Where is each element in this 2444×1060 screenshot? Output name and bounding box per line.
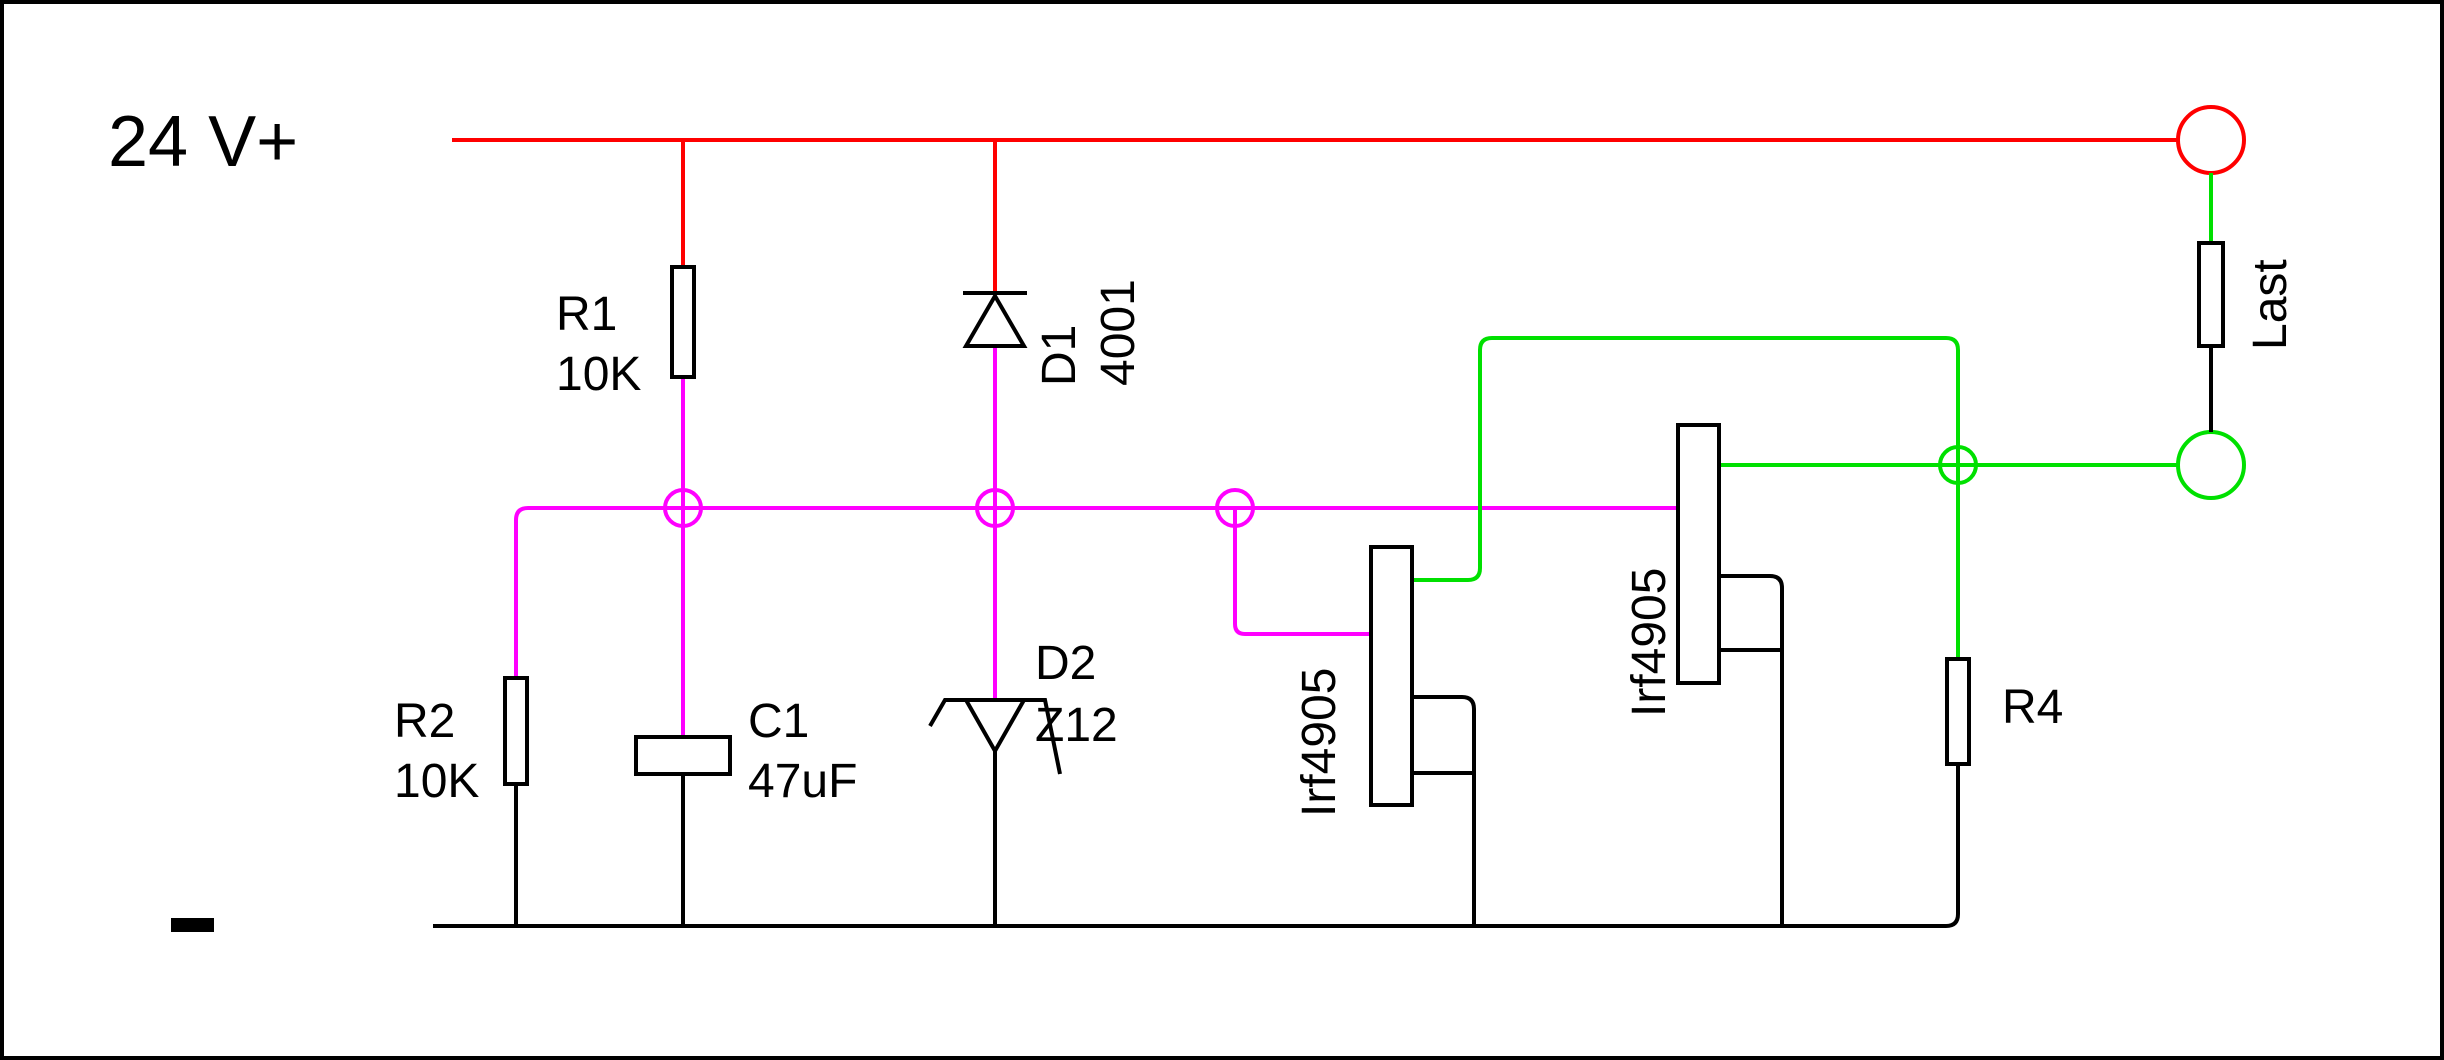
resistor-r2 xyxy=(503,676,529,786)
q1-to-q2-gate-wire xyxy=(1412,336,1960,659)
control-net xyxy=(514,346,1678,737)
junction-d1 xyxy=(975,488,1015,528)
r1-name-label: R1 xyxy=(556,288,617,341)
junction-q1-gate xyxy=(1215,488,1255,528)
resistor-r4 xyxy=(1945,657,1971,766)
load-label: Last xyxy=(2244,259,2297,350)
zener-d2-cathode-bar xyxy=(928,698,1062,775)
q2-drain-wire xyxy=(1719,574,1784,926)
d1-name-label: D1 xyxy=(1033,325,1086,386)
q1-drain-wire xyxy=(1412,695,1476,926)
ground-rail xyxy=(433,764,1960,928)
mosfet-q1-body xyxy=(1369,545,1414,807)
ground-net xyxy=(433,574,1960,928)
ground-symbol xyxy=(171,918,214,932)
junction-r1 xyxy=(663,488,703,528)
junction-output xyxy=(1938,445,1978,485)
components xyxy=(503,241,2225,807)
supply-label: 24 V+ xyxy=(108,102,298,182)
capacitor-c1 xyxy=(634,735,732,776)
d1-value-label: 4001 xyxy=(1092,279,1145,386)
diode-d1 xyxy=(962,291,1028,348)
load-resistor xyxy=(2197,241,2225,348)
c1-value-label: 47uF xyxy=(748,755,857,808)
r4-name-label: R4 xyxy=(2002,681,2063,734)
resistor-r1 xyxy=(670,265,696,379)
output-net xyxy=(1412,173,2246,659)
zener-d2 xyxy=(928,698,1062,775)
q1-gate-wire xyxy=(1233,508,1371,636)
c1-name-label: C1 xyxy=(748,695,809,748)
q1-type-label: Irf4905 xyxy=(1293,668,1346,817)
q2-type-label: Irf4905 xyxy=(1623,568,1676,717)
r1-value-label: 10K xyxy=(556,348,641,401)
mosfet-q2-body xyxy=(1676,423,1721,685)
d2-value-label: Z12 xyxy=(1035,699,1118,752)
control-bus xyxy=(514,506,1678,678)
d2-name-label: D2 xyxy=(1035,637,1096,690)
diode-d1-body xyxy=(962,292,1028,348)
r2-name-label: R2 xyxy=(394,695,455,748)
r2-value-label: 10K xyxy=(394,755,479,808)
